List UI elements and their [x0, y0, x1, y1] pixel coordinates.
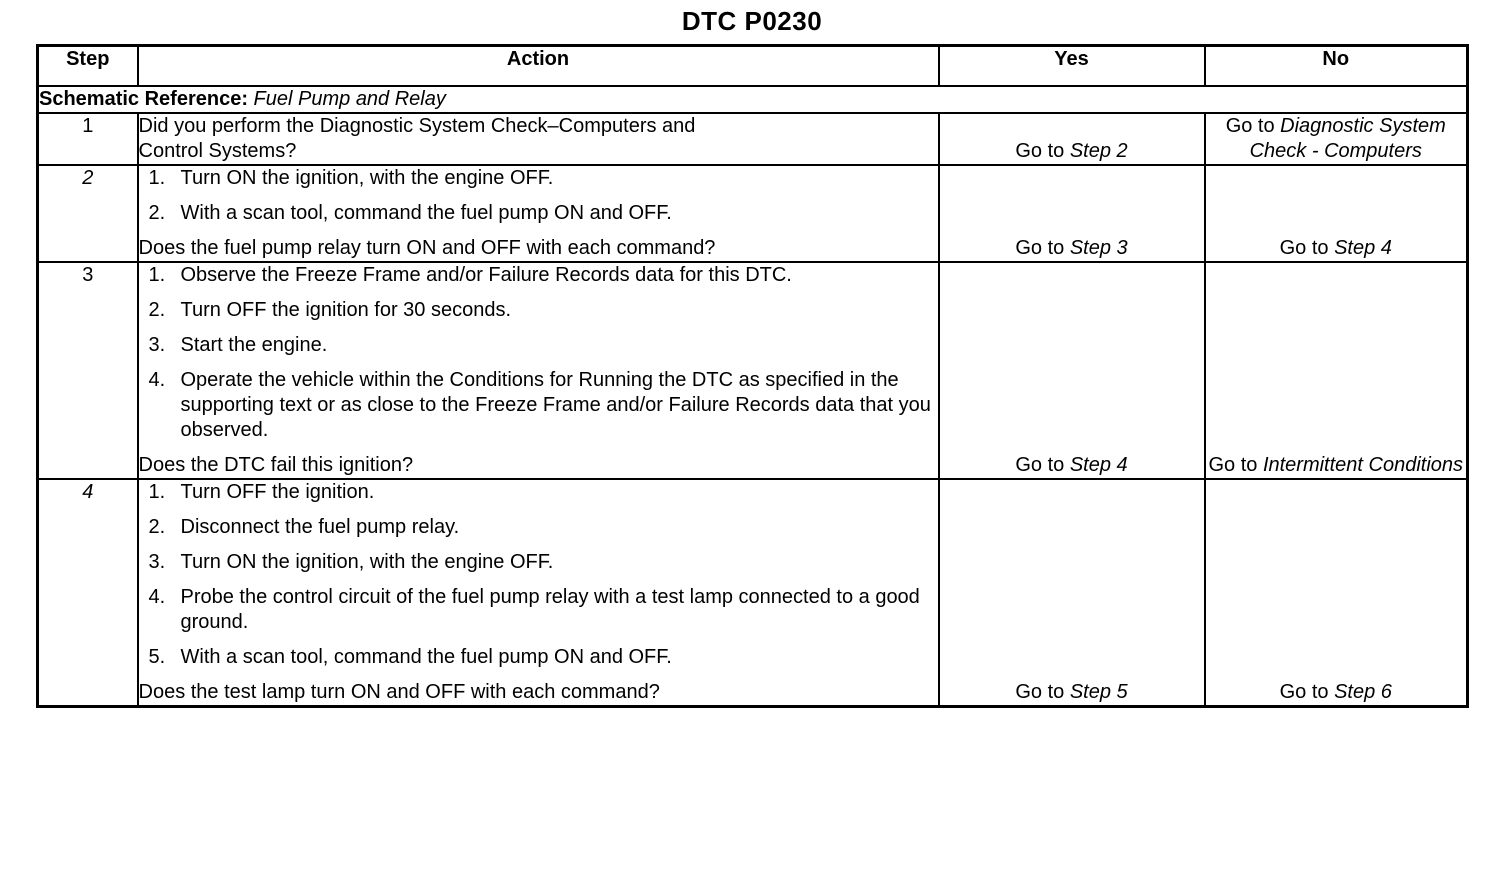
goto-reference[interactable]: Step 2: [1069, 140, 1128, 162]
schematic-reference-label: Schematic Reference:: [39, 88, 248, 110]
action-question: Did you perform the Diagnostic System Ch…: [139, 114, 938, 164]
action-step-item: 2. Turn OFF the ignition for 30 seconds.: [139, 298, 938, 323]
goto-reference[interactable]: Step 6: [1334, 681, 1392, 703]
goto-reference[interactable]: Step 4: [1334, 237, 1392, 259]
action-cell: 1. Observe the Freeze Frame and/or Failur…: [136, 261, 940, 480]
yes-result-cell: Go to Step 4: [937, 261, 1206, 480]
action-step-item: 1. Turn OFF the ignition.: [139, 480, 938, 505]
action-question: Does the test lamp turn ON and OFF with …: [138, 681, 660, 703]
goto-reference[interactable]: Step 4: [1069, 454, 1128, 476]
diagnostic-table: Step Action Yes No Schematic Reference: …: [36, 44, 1469, 708]
action-step-text: With a scan tool, command the fuel pump …: [180, 202, 672, 224]
table-row: 2 1. Turn ON the ignition, with the engine…: [36, 164, 1469, 263]
goto-reference[interactable]: Diagnostic System Check - Computers: [1249, 115, 1446, 162]
action-step-text: Turn OFF the ignition for 30 seconds.: [180, 299, 512, 321]
action-step-text: Turn OFF the ignition.: [180, 481, 375, 503]
column-header-step: Step: [36, 44, 139, 87]
action-step-text: Probe the control circuit of the fuel pu…: [180, 586, 920, 633]
schematic-reference-value: Fuel Pump and Relay: [253, 88, 446, 110]
goto-instruction: Go to Step 3: [940, 236, 1204, 261]
goto-instruction: Go to Step 5: [940, 680, 1204, 705]
goto-reference[interactable]: Intermittent Conditions: [1262, 454, 1464, 476]
action-step-item: 2. Disconnect the fuel pump relay.: [139, 515, 938, 540]
action-cell: Did you perform the Diagnostic System Ch…: [136, 112, 940, 166]
goto-prefix: Go to: [1225, 115, 1281, 137]
column-header-no: No: [1203, 44, 1469, 87]
action-step-number: 5.: [148, 646, 166, 668]
goto-prefix: Go to: [1208, 454, 1263, 476]
goto-prefix: Go to: [1015, 454, 1070, 476]
action-cell: 1. Turn ON the ignition, with the engine …: [136, 164, 940, 263]
action-question: Does the fuel pump relay turn ON and OFF…: [138, 237, 716, 259]
table-body: Schematic Reference: Fuel Pump and Relay…: [36, 85, 1469, 708]
action-step-text: With a scan tool, command the fuel pump …: [180, 646, 672, 668]
action-step-text: Turn ON the ignition, with the engine OF…: [180, 551, 554, 573]
action-step-number: 2.: [148, 202, 166, 224]
table-header-row: Step Action Yes No: [36, 44, 1469, 87]
no-result-cell: Go to Step 4: [1203, 164, 1469, 263]
action-step-text: Disconnect the fuel pump relay.: [180, 516, 460, 538]
goto-prefix: Go to: [1279, 237, 1335, 259]
action-cell: 1. Turn OFF the ignition. 2. Disconnect the…: [136, 478, 940, 708]
goto-prefix: Go to: [1015, 681, 1070, 703]
page-title: DTC P0230: [681, 6, 823, 36]
action-step-number: 3.: [148, 334, 166, 356]
goto-prefix: Go to: [1279, 681, 1335, 703]
goto-reference[interactable]: Step 5: [1069, 681, 1128, 703]
goto-instruction: Go to Step 6: [1206, 680, 1467, 705]
goto-instruction: Go to Intermittent Conditions: [1206, 453, 1467, 478]
action-step-text: Start the engine.: [180, 334, 328, 356]
action-step-item: 5. With a scan tool, command the fuel pum…: [139, 645, 938, 670]
yes-result-cell: Go to Step 3: [937, 164, 1206, 263]
action-step-item: 3. Start the engine.: [139, 333, 938, 358]
column-header-action: Action: [136, 44, 940, 87]
action-step-number: 2.: [148, 299, 166, 321]
action-question-line-2: Control Systems?: [138, 140, 297, 162]
action-question-line-1: Did you perform the Diagnostic System Ch…: [138, 115, 696, 137]
action-step-number: 2.: [148, 516, 166, 538]
action-question: Does the DTC fail this ignition?: [138, 454, 414, 476]
action-step-item: 1. Observe the Freeze Frame and/or Failur…: [139, 263, 938, 288]
action-step-list: 1. Observe the Freeze Frame and/or Failur…: [139, 263, 938, 443]
action-step-item: 3. Turn ON the ignition, with the engine …: [139, 550, 938, 575]
yes-result-cell: Go to Step 5: [937, 478, 1206, 708]
step-number-cell: 4: [36, 478, 139, 708]
no-result-cell: Go to Diagnostic System Check - Computer…: [1203, 112, 1469, 166]
action-step-number: 3.: [148, 551, 166, 573]
action-step-text: Operate the vehicle within the Condition…: [180, 369, 931, 441]
action-step-number: 1.: [148, 167, 166, 189]
action-step-text: Observe the Freeze Frame and/or Failure …: [180, 264, 792, 286]
no-result-cell: Go to Step 6: [1203, 478, 1469, 708]
action-step-number: 1.: [148, 481, 166, 503]
action-step-list: 1. Turn ON the ignition, with the engine …: [139, 166, 938, 226]
action-step-item: 1. Turn ON the ignition, with the engine …: [139, 166, 938, 191]
action-step-number: 4.: [148, 369, 166, 391]
table-header: Step Action Yes No: [36, 44, 1469, 87]
action-step-list: 1. Turn OFF the ignition. 2. Disconnect the…: [139, 480, 938, 670]
goto-instruction: Go to Step 4: [940, 453, 1204, 478]
schematic-reference-cell: Schematic Reference: Fuel Pump and Relay: [36, 85, 1469, 114]
action-step-item: 2. With a scan tool, command the fuel pum…: [139, 201, 938, 226]
action-step-number: 4.: [148, 586, 166, 608]
table-row: 4 1. Turn OFF the ignition. 2. Disconnect th…: [36, 478, 1469, 708]
action-step-text: Turn ON the ignition, with the engine OF…: [180, 167, 554, 189]
goto-instruction: Go to Step 4: [1206, 236, 1467, 261]
goto-instruction: Go to Diagnostic System Check - Computer…: [1206, 114, 1467, 164]
goto-instruction: Go to Step 2: [940, 139, 1204, 164]
goto-prefix: Go to: [1015, 140, 1070, 162]
step-number-cell: 3: [36, 261, 139, 480]
table-row: 3 1. Observe the Freeze Frame and/or Failu…: [36, 261, 1469, 480]
goto-prefix: Go to: [1015, 237, 1070, 259]
action-step-item: 4. Probe the control circuit of the fuel …: [139, 585, 938, 635]
schematic-reference-row: Schematic Reference: Fuel Pump and Relay: [36, 85, 1469, 114]
goto-reference[interactable]: Step 3: [1069, 237, 1128, 259]
step-number-cell: 1: [36, 112, 139, 166]
action-step-item: 4. Operate the vehicle within the Conditi…: [139, 368, 938, 443]
no-result-cell: Go to Intermittent Conditions: [1203, 261, 1469, 480]
yes-result-cell: Go to Step 2: [937, 112, 1206, 166]
step-number-cell: 2: [36, 164, 139, 263]
action-step-number: 1.: [148, 264, 166, 286]
column-header-yes: Yes: [937, 44, 1206, 87]
